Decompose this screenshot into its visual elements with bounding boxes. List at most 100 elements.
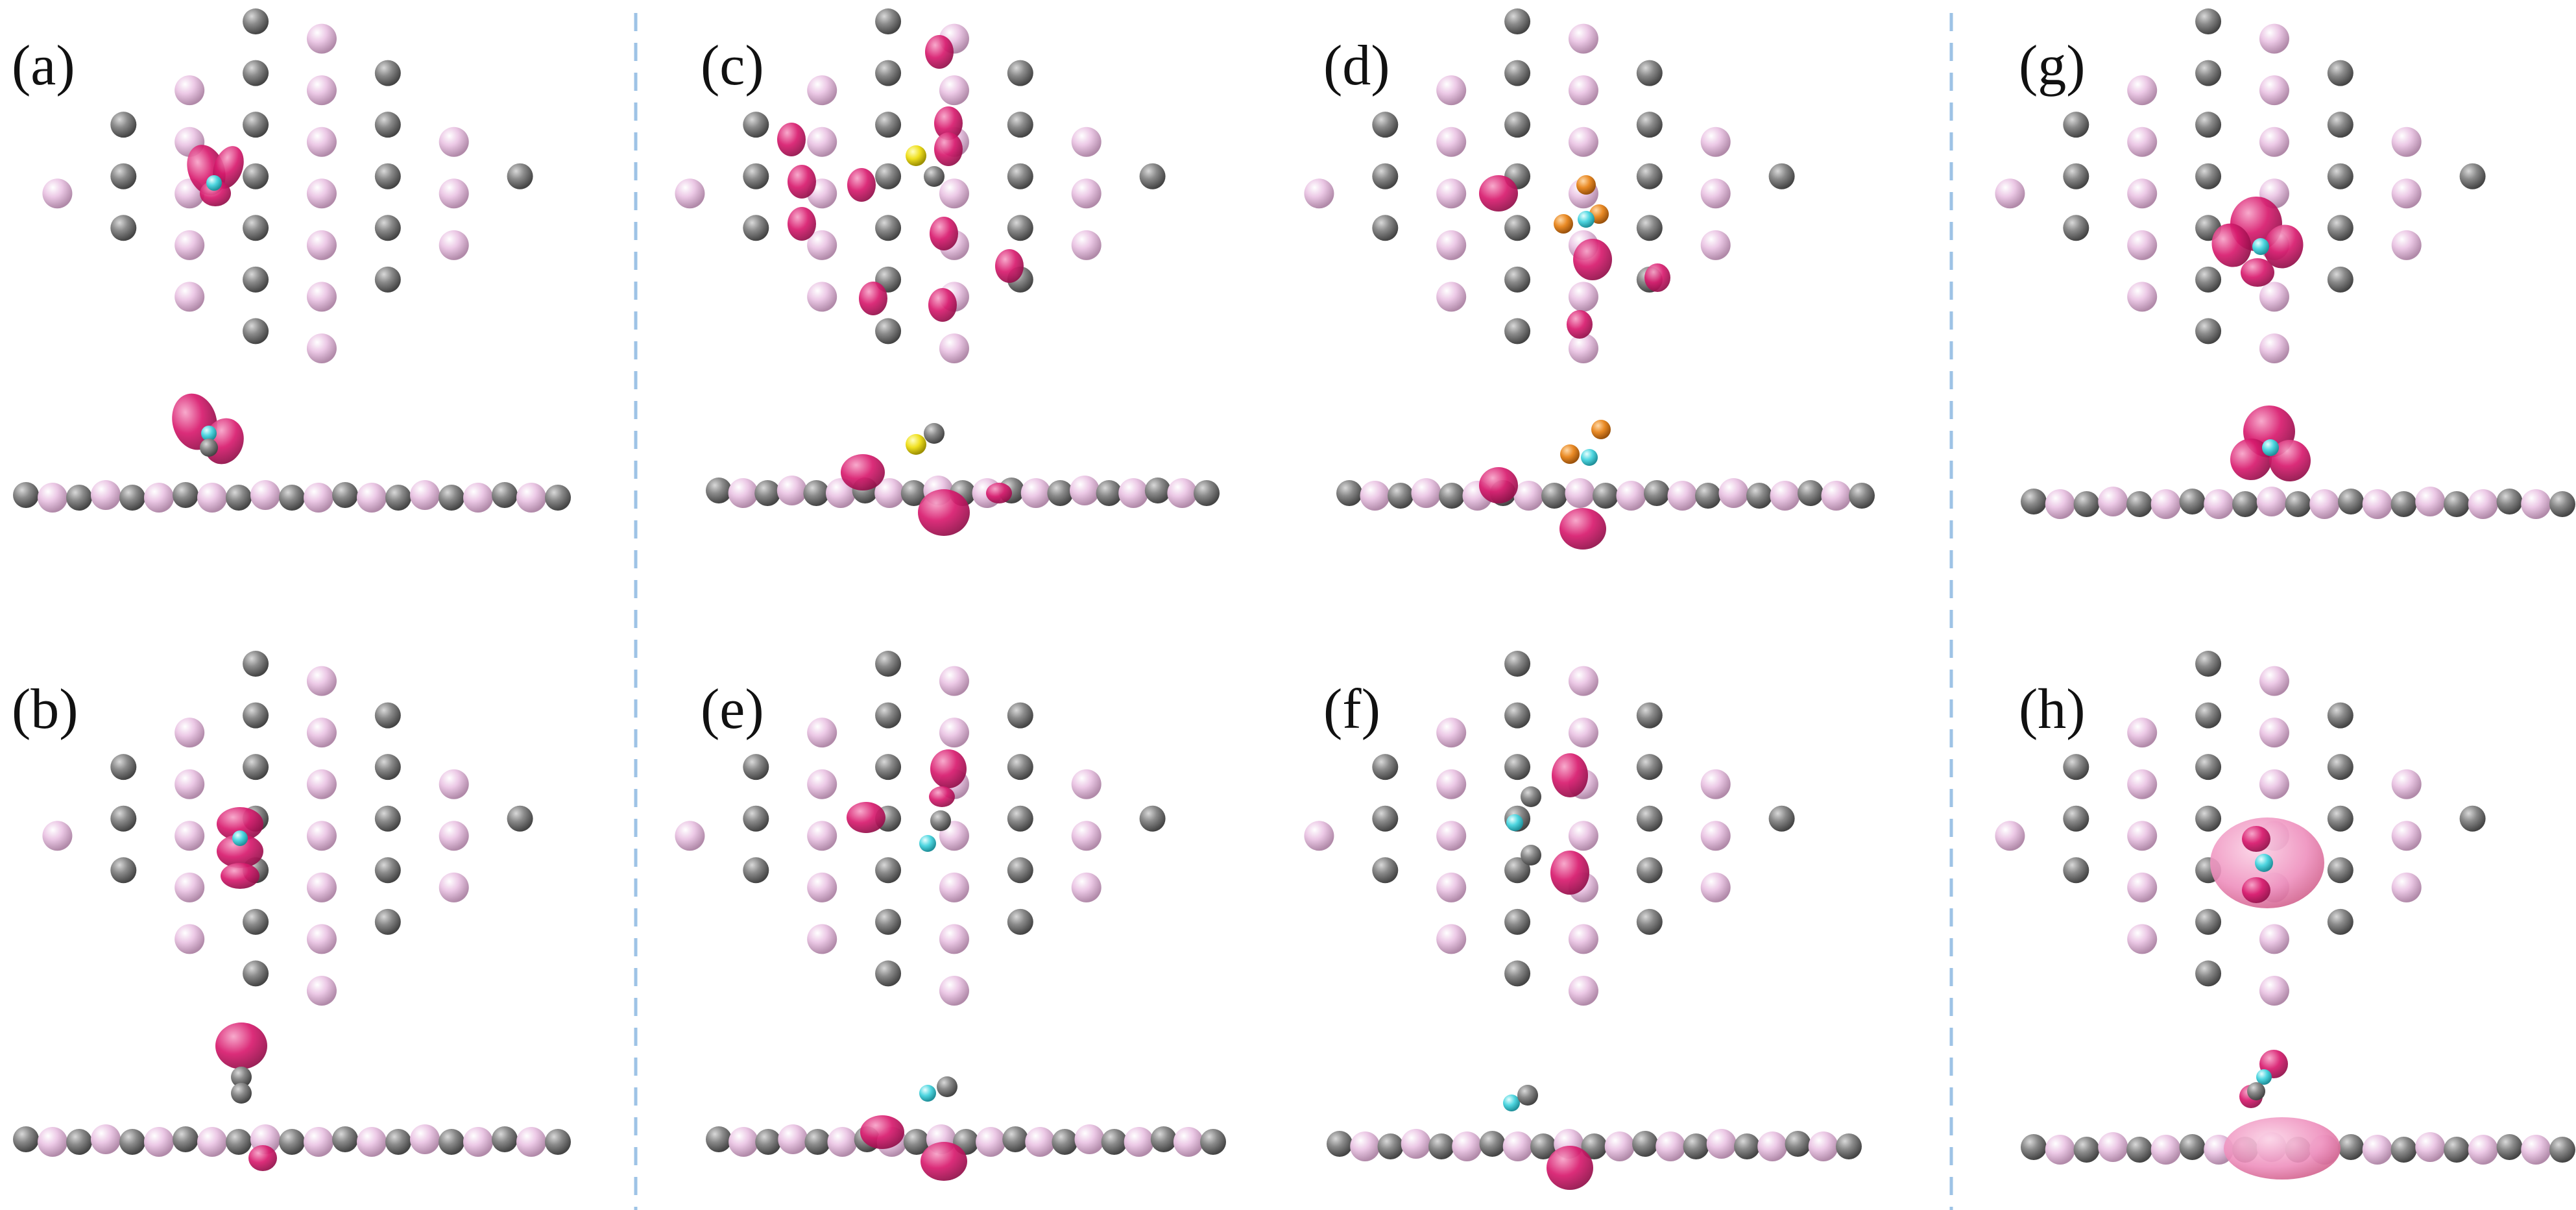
gray-atom <box>875 960 902 987</box>
gray-atom <box>743 163 769 189</box>
gray-atom <box>374 754 401 780</box>
orange-atom <box>1560 444 1580 464</box>
gray-atom <box>231 1083 252 1104</box>
gray-atom <box>1836 1133 1862 1159</box>
gray-atom <box>1636 163 1663 189</box>
gray-atom <box>2195 163 2222 189</box>
pink-atom <box>175 75 205 106</box>
gray-atom <box>1007 754 1033 780</box>
charge-density-lobe <box>2263 224 2304 269</box>
gray-atom <box>1052 1129 1078 1155</box>
pink-atom <box>1452 1131 1482 1161</box>
gray-atom <box>243 318 269 345</box>
gray-atom <box>243 215 269 241</box>
gray-atom <box>374 112 401 138</box>
charge-density-lobe <box>841 454 885 490</box>
pink-atom <box>439 127 469 157</box>
gray-atom <box>1144 478 1171 503</box>
orange-atom <box>1576 175 1596 195</box>
gray-atom <box>243 163 269 189</box>
pink-atom <box>1074 1124 1105 1154</box>
charge-density-lobe <box>1567 310 1593 339</box>
gray-atom <box>2444 1137 2470 1163</box>
gray-atom <box>1504 651 1531 677</box>
pink-atom <box>2127 75 2158 106</box>
gray-atom <box>2063 857 2089 884</box>
cyan-atom <box>2262 439 2279 456</box>
gray-atom <box>1768 163 1795 189</box>
pink-atom <box>306 924 337 954</box>
gray-atom <box>804 1129 831 1155</box>
top-view-a <box>42 8 533 363</box>
pink-atom <box>306 282 337 312</box>
gray-atom <box>1372 805 1399 832</box>
charge-density-lobe <box>986 483 1012 503</box>
gray-atom <box>1504 960 1531 987</box>
gray-atom <box>2327 754 2353 780</box>
gray-atom <box>2232 491 2258 517</box>
pink-atom <box>939 333 969 363</box>
pink-atom <box>1568 282 1598 312</box>
pink-atom <box>939 975 969 1006</box>
gray-atom <box>1504 266 1531 293</box>
gray-atom <box>119 485 145 511</box>
pink-atom <box>410 1124 440 1154</box>
gray-atom <box>110 754 137 780</box>
charge-density-lobe <box>215 1022 267 1069</box>
panel-label-f: (f) <box>1323 678 1380 741</box>
pink-atom <box>776 476 807 505</box>
gray-atom <box>1007 215 1033 241</box>
pink-atom <box>42 821 73 851</box>
orange-atom <box>1554 214 1573 234</box>
gray-atom <box>2338 1134 2364 1160</box>
gray-atom <box>903 1129 930 1155</box>
pink-atom <box>807 75 837 106</box>
pink-atom <box>1821 481 1851 511</box>
pink-atom <box>306 821 337 851</box>
gray-atom <box>1768 805 1795 832</box>
pink-atom <box>2127 178 2158 209</box>
gray-atom <box>1849 483 1875 509</box>
pink-atom <box>306 975 337 1006</box>
gray-atom <box>110 163 137 189</box>
gray-atom <box>1636 908 1663 935</box>
pink-atom <box>197 1127 227 1157</box>
gray-atom <box>1636 754 1663 780</box>
gray-atom <box>875 318 902 345</box>
gray-atom <box>2021 489 2047 514</box>
gray-atom <box>743 112 769 138</box>
charge-density-halo <box>2224 1117 2341 1180</box>
gray-atom <box>2195 805 2222 832</box>
cyan-atom <box>2256 1069 2272 1085</box>
gray-atom <box>755 1129 782 1155</box>
top-view-e <box>675 651 1166 1006</box>
pink-atom <box>1020 478 1051 508</box>
gray-atom <box>743 215 769 241</box>
gray-atom <box>1007 702 1033 729</box>
pink-atom <box>807 924 837 954</box>
orange-atom <box>1591 420 1611 439</box>
gray-atom <box>2063 805 2089 832</box>
gray-atom <box>2327 215 2353 241</box>
charge-density-lobe <box>217 834 263 868</box>
pink-atom <box>175 769 205 799</box>
gray-atom <box>2195 60 2222 86</box>
pink-atom <box>1071 230 1101 260</box>
side-view-d <box>1336 420 1875 550</box>
pink-atom <box>1071 769 1101 799</box>
gray-atom <box>200 439 218 457</box>
charge-density-lobe <box>847 168 876 202</box>
gray-atom <box>2496 489 2523 514</box>
pink-atom <box>1718 478 1749 508</box>
gray-atom <box>1517 1085 1538 1106</box>
pink-atom <box>2150 1135 2181 1165</box>
gray-atom <box>374 163 401 189</box>
charge-density-lobe <box>788 207 816 241</box>
gray-atom <box>1002 1126 1029 1152</box>
pink-atom <box>2259 975 2289 1006</box>
pink-atom <box>1502 1131 1533 1161</box>
pink-atom <box>306 23 337 54</box>
cyan-atom <box>2255 854 2273 872</box>
pink-atom <box>2259 23 2289 54</box>
charge-density-lobe <box>788 165 816 199</box>
